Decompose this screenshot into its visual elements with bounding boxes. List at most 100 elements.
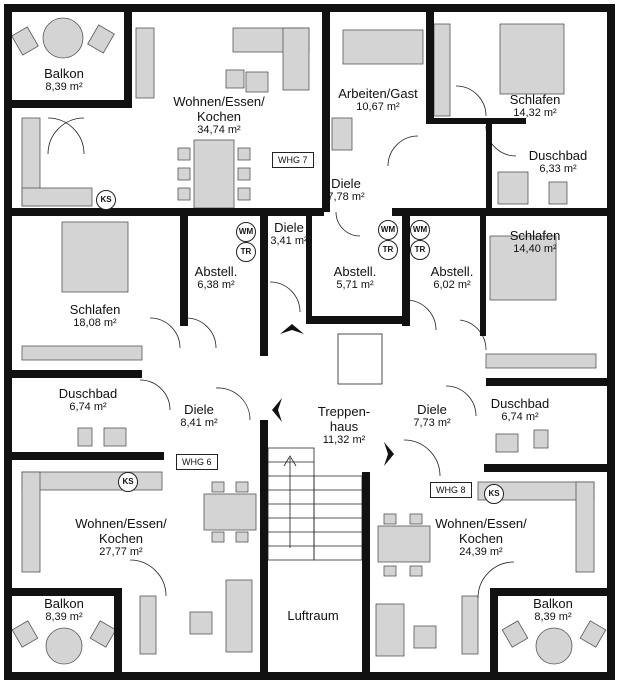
- washbasin: [495, 433, 519, 453]
- door-swing: [477, 561, 515, 599]
- door-swing: [215, 387, 251, 421]
- room-name: Balkon: [44, 596, 84, 611]
- room-area: 34,74 m²: [197, 124, 241, 136]
- room-area: 14,40 m²: [513, 243, 557, 255]
- armchair: [225, 69, 245, 89]
- dryer-tr-icon: TR: [378, 240, 398, 260]
- balcony-chair: [11, 26, 39, 56]
- wall: [12, 452, 164, 460]
- room-name: Arbeiten/Gast: [338, 86, 418, 101]
- wall: [490, 588, 498, 672]
- room-area: 7,78 m²: [327, 191, 365, 203]
- dining-table: [377, 525, 431, 563]
- kitchen-counter: [575, 481, 595, 573]
- wall: [260, 216, 268, 356]
- wall: [124, 12, 132, 108]
- wall: [312, 316, 402, 324]
- sofa-bed: [342, 29, 424, 65]
- room-area: 11,32 m²: [322, 434, 366, 446]
- door-swing: [149, 317, 181, 349]
- room-name: Schlafen: [509, 228, 561, 243]
- sofa: [225, 579, 253, 653]
- door-swing: [269, 281, 301, 313]
- unit-badge-whg8: WHG 8: [430, 482, 472, 498]
- coffee-table: [245, 71, 269, 93]
- wall: [180, 216, 188, 326]
- wall: [12, 588, 122, 596]
- chair: [383, 565, 397, 577]
- room-area: 5,71 m²: [336, 279, 374, 291]
- wall: [114, 588, 122, 672]
- stair-arrow: [283, 455, 297, 548]
- wall: [12, 100, 132, 108]
- wall: [426, 118, 526, 124]
- room-name: Balkon: [44, 66, 84, 81]
- room-area: 8,41 m²: [180, 417, 218, 429]
- chair: [211, 531, 225, 543]
- room-name: Luftraum: [287, 608, 339, 623]
- room-area: 10,67 m²: [356, 101, 400, 113]
- room-name: Diele: [184, 402, 214, 417]
- bed: [61, 221, 129, 293]
- wall: [490, 588, 607, 596]
- shower: [497, 171, 529, 205]
- wall: [306, 216, 312, 324]
- wall: [480, 216, 486, 336]
- room-area: 6,38 m²: [197, 279, 235, 291]
- chair: [409, 565, 423, 577]
- arrow-right-icon: [384, 442, 394, 466]
- arrow-left-icon: [272, 398, 282, 422]
- door-swing: [335, 211, 361, 237]
- room-name: Diele: [331, 176, 361, 191]
- balcony-table: [42, 17, 84, 59]
- arrow-up-icon: [280, 324, 304, 334]
- fridge-ks-icon: KS: [484, 484, 504, 504]
- fridge-ks-icon: KS: [118, 472, 138, 492]
- wall: [486, 378, 607, 386]
- door-swing: [139, 379, 171, 411]
- wall: [322, 12, 330, 212]
- balcony-chair: [87, 24, 115, 54]
- tv-board: [135, 27, 155, 99]
- room-area: 8,39 m²: [45, 81, 83, 93]
- room-area: 7,73 m²: [413, 417, 451, 429]
- room-area: 6,74 m²: [69, 401, 107, 413]
- unit-badge-whg7: WHG 7: [272, 152, 314, 168]
- balcony-chair: [579, 620, 607, 648]
- washbasin: [103, 427, 127, 447]
- room-area: 18,08 m²: [73, 317, 117, 329]
- wall: [607, 4, 615, 680]
- toilet: [77, 427, 93, 447]
- room-name: Wohnen/Essen/ Kochen: [173, 94, 265, 124]
- sofa: [375, 603, 405, 657]
- wall: [362, 472, 370, 672]
- room-area: 3,41 m²: [270, 235, 308, 247]
- coffee-table: [189, 611, 213, 635]
- tv-board: [461, 595, 479, 655]
- wall: [486, 118, 492, 214]
- chair: [235, 481, 249, 493]
- wall: [484, 464, 607, 472]
- door-swing: [129, 559, 167, 597]
- chair: [235, 531, 249, 543]
- room-name: Duschbad: [528, 148, 588, 163]
- stair-treads: [268, 461, 362, 547]
- balcony-chair: [89, 620, 117, 648]
- room-name: Duschbad: [58, 386, 118, 401]
- chair: [237, 147, 251, 161]
- wall: [426, 12, 434, 122]
- wall: [12, 208, 324, 216]
- room-name: Treppen- haus: [317, 404, 371, 434]
- kitchen-counter: [21, 471, 163, 491]
- elevator-shaft: [337, 333, 383, 385]
- door-swing: [455, 85, 487, 117]
